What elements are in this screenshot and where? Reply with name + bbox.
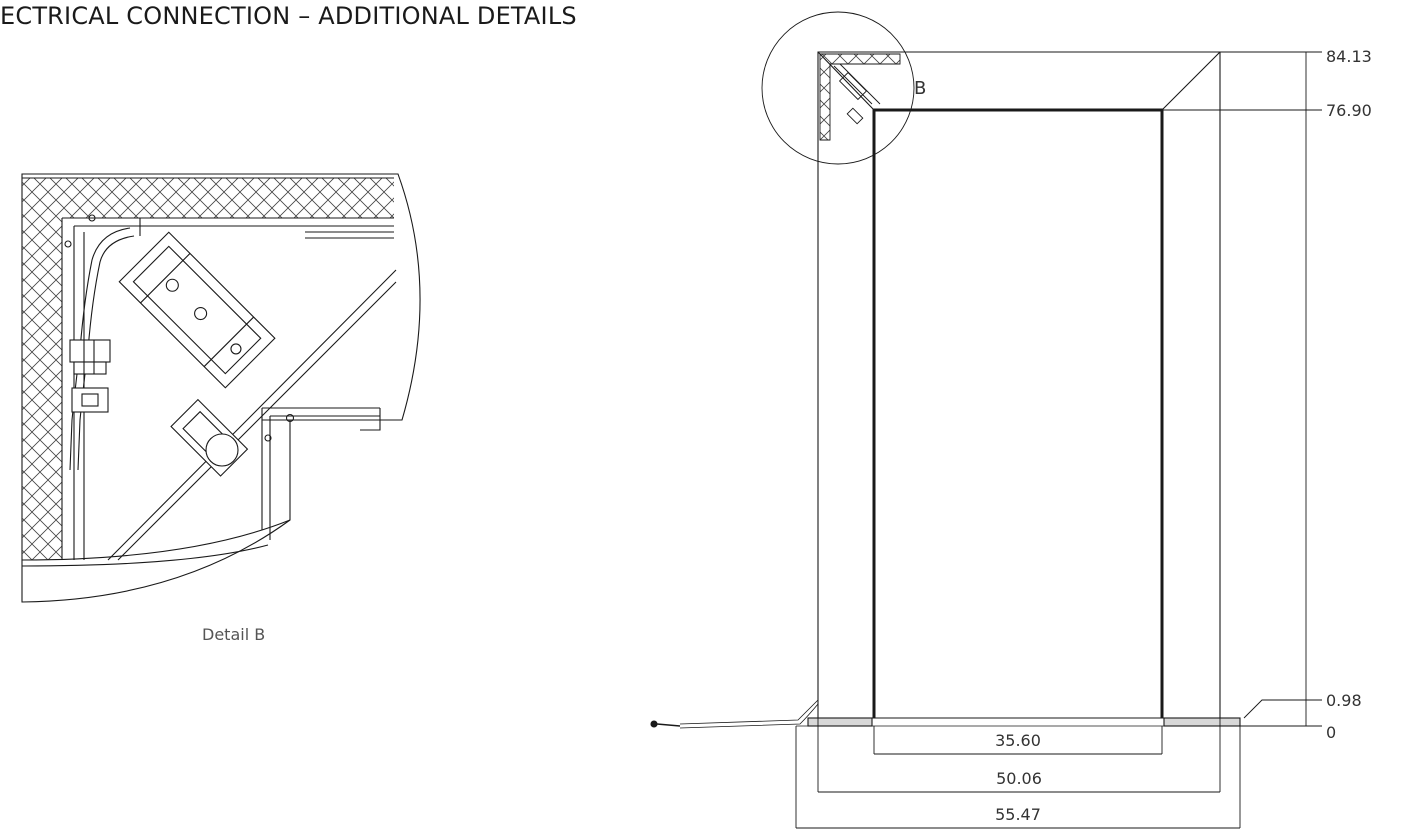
dimension-lines [795, 51, 1322, 829]
dim-0: 0 [1326, 723, 1336, 742]
frame-outer [817, 51, 1221, 719]
dim-76-90: 76.90 [1326, 101, 1372, 120]
dim-35-60: 35.60 [995, 731, 1041, 750]
base-right [1163, 717, 1241, 727]
frame-opening [872, 108, 1164, 718]
connector-top [69, 339, 111, 375]
page-title: ECTRICAL CONNECTION – ADDITIONAL DETAILS [0, 2, 577, 30]
dim-0-98: 0.98 [1326, 691, 1362, 710]
detail-b-callout-label: B [914, 78, 926, 99]
detail-caption: Detail B [202, 625, 265, 644]
corner-detail-mini [819, 53, 901, 141]
detail-b-view [21, 173, 421, 603]
connector-bottom [71, 387, 109, 413]
dim-50-06: 50.06 [996, 769, 1042, 788]
control-module [118, 231, 276, 389]
dim-84-13: 84.13 [1326, 47, 1372, 66]
dim-55-47: 55.47 [995, 805, 1041, 824]
diagonal-seam [107, 269, 397, 561]
insulation-hatch [22, 178, 394, 560]
frame-elevation [650, 51, 1241, 729]
cable-lead [679, 699, 819, 729]
detail-b-callout-circle [761, 11, 915, 165]
